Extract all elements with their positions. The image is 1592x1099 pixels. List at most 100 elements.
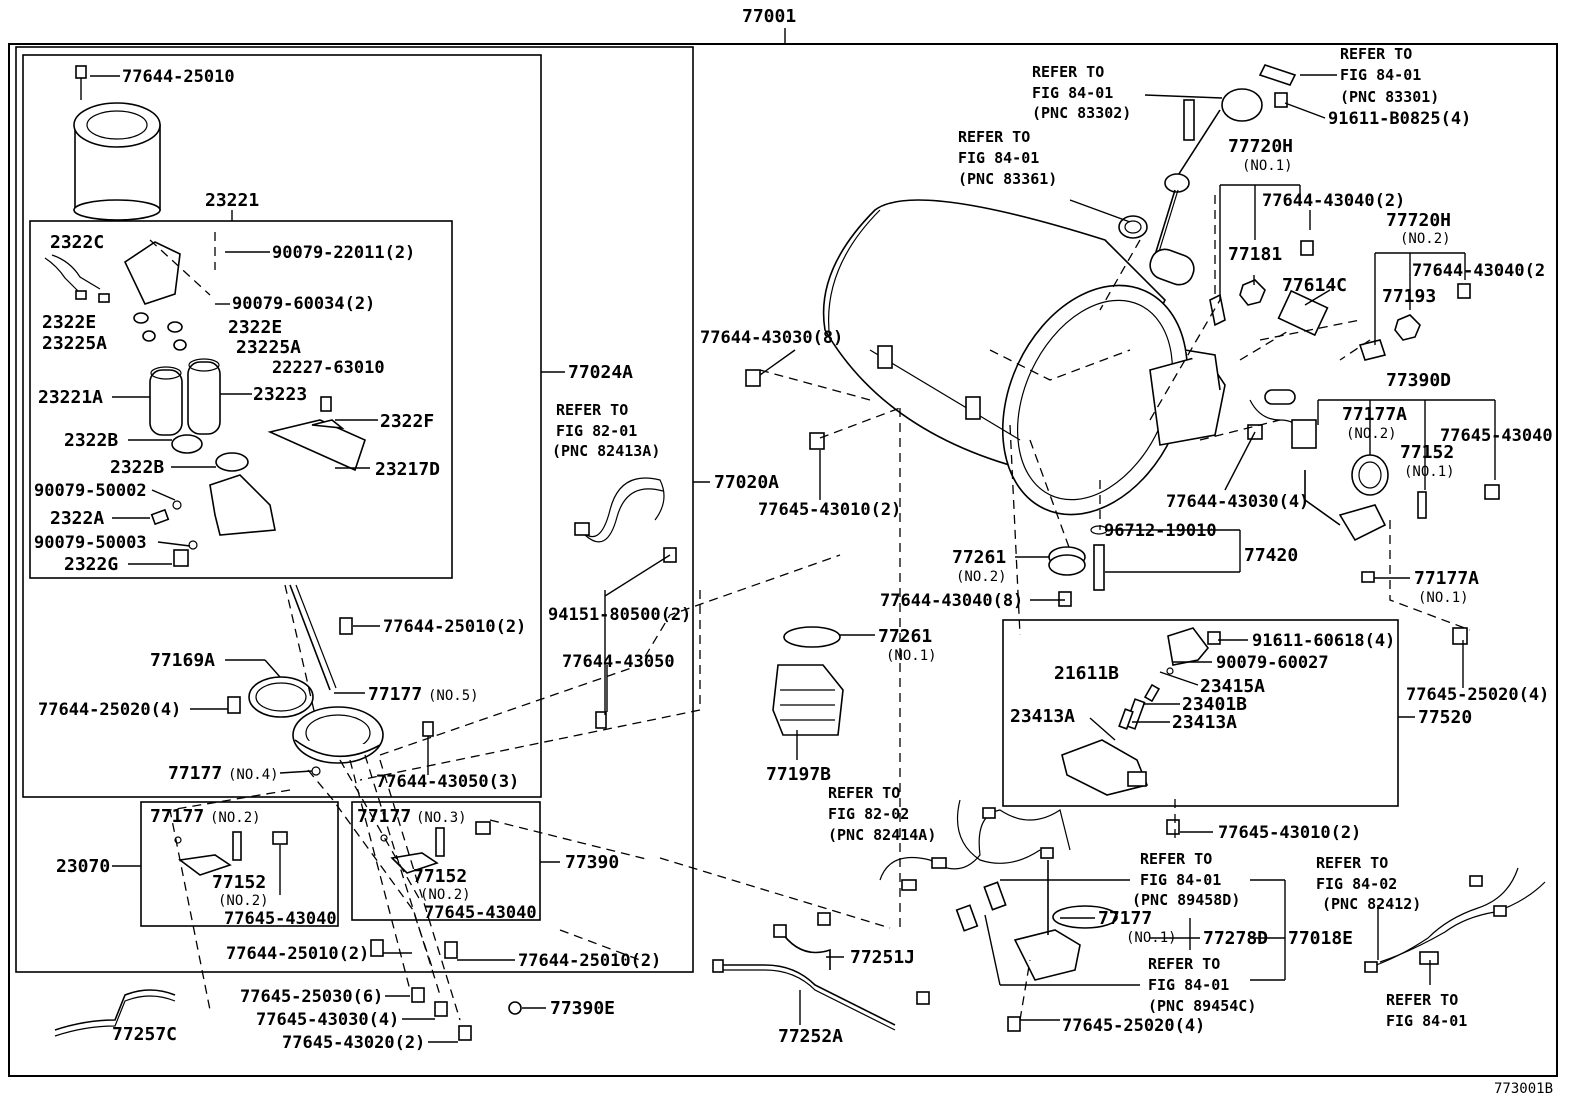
label-77177-no5-sub: (NO.5) (428, 688, 479, 704)
label-77645-43040-right: 77645-43040 (1440, 426, 1553, 446)
label-77177A-no2: 77177A (1342, 404, 1407, 425)
label-77152-no1-sub: (NO.1) (1404, 464, 1455, 480)
svg-text:(PNC 83302): (PNC 83302) (1032, 104, 1131, 122)
reference-fig8402-82412: REFER TO FIG 84-02 (PNC 82412) (1316, 854, 1421, 913)
label-77177-no5: 77177 (368, 684, 422, 705)
label-90079-50002: 90079-50002 (34, 481, 147, 501)
valve-23070-drawing (174, 821, 491, 876)
label-77193: 77193 (1382, 286, 1436, 307)
label-77614C: 77614C (1282, 275, 1347, 296)
subassembly-23070-box (140, 801, 339, 927)
label-77645-43040-mid: 77645-43040 (424, 903, 537, 923)
drain-plug-drawing (745, 369, 1108, 736)
svg-text:(PNC 82412): (PNC 82412) (1322, 895, 1421, 913)
svg-text:(PNC 82414A): (PNC 82414A) (828, 826, 936, 844)
part-labels: 77001 77644-25010 23221 2322C 90079-2201… (34, 6, 1553, 1053)
label-77018E: 77018E (1288, 928, 1353, 949)
label-77177-no1-sub: (NO.1) (1126, 930, 1177, 946)
label-77644-43030-8: 77644-43030(8) (700, 328, 843, 348)
label-77644-25010-2b: 77644-25010(2) (226, 944, 369, 964)
lower-harness-drawing (879, 799, 1118, 1032)
label-77024A: 77024A (568, 362, 633, 383)
pipes-drawing (712, 912, 930, 1031)
label-77720H-no1: 77720H (1228, 136, 1293, 157)
label-77177-no4-sub: (NO.4) (228, 767, 279, 783)
dashed-connections (169, 195, 1471, 1021)
svg-text:(PNC 89454C): (PNC 89454C) (1148, 997, 1256, 1015)
label-22227-63010: 22227-63010 (272, 358, 385, 378)
assembly-number: 77001 (742, 6, 796, 27)
reference-notes: REFER TO FIG 84-01 (PNC 83302) REFER TO … (552, 45, 1467, 1030)
valve-77520-drawing (1061, 627, 1221, 835)
label-2322E-right: 2322E (228, 317, 282, 338)
fuel-pump-drawing (44, 232, 366, 567)
label-77644-25010-2a: 77644-25010(2) (383, 617, 526, 637)
svg-text:REFER TO: REFER TO (1140, 850, 1212, 868)
label-77177-no4: 77177 (168, 763, 222, 784)
svg-text:REFER TO: REFER TO (556, 401, 628, 419)
label-77177A-no2-sub: (NO.2) (1346, 426, 1397, 442)
harness-82412-drawing (1364, 867, 1546, 973)
label-2322G: 2322G (64, 554, 118, 575)
label-23413A-right: 23413A (1172, 712, 1237, 733)
reference-fig8401-89454C: REFER TO FIG 84-01 (PNC 89454C) (1148, 955, 1256, 1015)
label-23225A-right: 23225A (236, 337, 301, 358)
sender-gauge-drawing (227, 584, 607, 776)
label-96712-19010: 96712-19010 (1104, 521, 1217, 541)
label-77152-no1: 77152 (1400, 442, 1454, 463)
label-77177-no1: 77177 (1098, 908, 1152, 929)
label-77152-left-sub: (NO.2) (218, 893, 269, 909)
label-77645-25030-6: 77645-25030(6) (240, 987, 383, 1007)
label-77645-43010-2a: 77645-43010(2) (758, 500, 901, 520)
label-77645-25020-4a: 77645-25020(4) (1406, 685, 1549, 705)
subassembly-77520-box (1002, 619, 1399, 807)
svg-text:REFER TO: REFER TO (958, 128, 1030, 146)
svg-text:FIG 84-02: FIG 84-02 (1316, 875, 1397, 893)
label-23217D: 23217D (375, 459, 440, 480)
label-77261-no1-sub: (NO.1) (886, 648, 937, 664)
label-77177-no2: 77177 (150, 806, 204, 827)
label-23225A-left: 23225A (42, 333, 107, 354)
label-77645-43030-4: 77645-43030(4) (256, 1010, 399, 1030)
label-77169A: 77169A (150, 650, 215, 671)
label-90079-22011: 90079-22011(2) (272, 243, 415, 263)
assembly-frame (8, 43, 1558, 1077)
label-2322B-a: 2322B (64, 430, 118, 451)
label-77520: 77520 (1418, 707, 1472, 728)
label-23401B: 23401B (1182, 694, 1247, 715)
label-77177-no2-sub: (NO.2) (210, 810, 261, 826)
svg-text:(PNC 83301): (PNC 83301) (1340, 88, 1439, 106)
svg-text:(PNC 82413A): (PNC 82413A) (552, 442, 660, 460)
label-77644-43040-2b: 77644-43040(2 (1412, 261, 1545, 281)
label-77644-43040-8: 77644-43040(8) (880, 591, 1023, 611)
label-2322A: 2322A (50, 508, 104, 529)
label-23415A: 23415A (1200, 676, 1265, 697)
label-77644-25020-4a: 77644-25020(4) (38, 700, 181, 720)
label-23070: 23070 (56, 856, 110, 877)
svg-text:REFER TO: REFER TO (1148, 955, 1220, 973)
part-drawings (44, 64, 1546, 1041)
reference-fig8401-83361: REFER TO FIG 84-01 (PNC 83361) (958, 128, 1057, 188)
subassembly-77020A-box (15, 46, 694, 973)
label-77020A: 77020A (714, 472, 779, 493)
label-90079-50003: 90079-50003 (34, 533, 147, 553)
label-2322F: 2322F (380, 411, 434, 432)
svg-text:FIG 82-02: FIG 82-02 (828, 805, 909, 823)
label-77645-43020-2: 77645-43020(2) (282, 1033, 425, 1053)
label-77261-no2: 77261 (952, 547, 1006, 568)
label-77420: 77420 (1244, 545, 1298, 566)
label-77644-43040-2a: 77644-43040(2) (1262, 191, 1405, 211)
label-77644-25010-a: 77644-25010 (122, 67, 235, 87)
label-77390: 77390 (565, 852, 619, 873)
label-77261-no2-sub: (NO.2) (956, 569, 1007, 585)
label-94151-80500: 94151-80500(2) (548, 605, 691, 625)
sender-unit-drawing (1118, 64, 1471, 361)
leader-lines (90, 74, 1496, 1043)
reference-fig8201-82413A: REFER TO FIG 82-01 (PNC 82413A) (552, 401, 660, 460)
label-77177A-no1: 77177A (1414, 568, 1479, 589)
svg-text:(PNC 83361): (PNC 83361) (958, 170, 1057, 188)
label-77644-25010-2c: 77644-25010(2) (518, 951, 661, 971)
label-2322E-left: 2322E (42, 312, 96, 333)
label-77252A: 77252A (778, 1026, 843, 1047)
reference-fig8401-83302: REFER TO FIG 84-01 (PNC 83302) (1032, 63, 1131, 122)
